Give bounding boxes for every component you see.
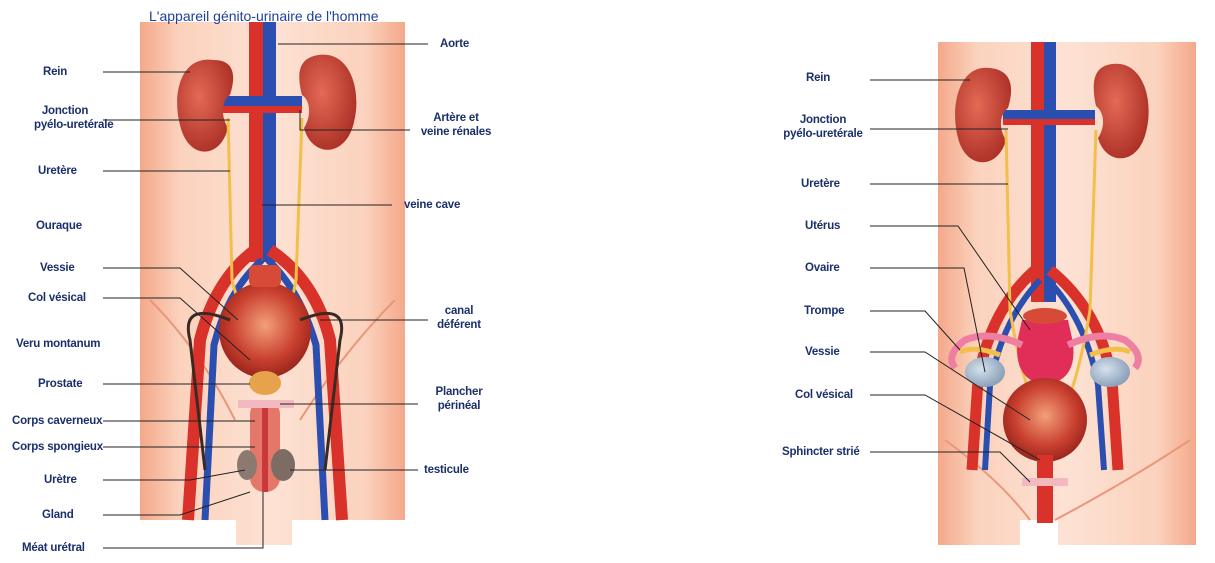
female-label-col-vesical: Col vésical	[795, 388, 853, 402]
female-label-jonction-line1: Jonction	[781, 113, 865, 127]
female-label-jonction: Jonction pyélo-uretérale	[781, 113, 865, 141]
female-label-jonction-line2: pyélo-uretérale	[781, 127, 865, 141]
female-label-uterus: Utérus	[805, 219, 840, 233]
female-urethra	[1037, 455, 1053, 523]
female-label-rein: Rein	[806, 71, 830, 85]
female-bladder	[1003, 378, 1087, 462]
female-label-vessie: Vessie	[805, 345, 840, 359]
female-label-trompe: Trompe	[804, 304, 844, 318]
female-label-sphincter-strie: Sphincter strié	[782, 445, 860, 459]
female-label-ovaire: Ovaire	[805, 261, 840, 275]
female-uterus	[1017, 320, 1073, 385]
female-ovary-right	[1090, 357, 1130, 387]
female-label-uretere: Uretère	[801, 177, 840, 191]
